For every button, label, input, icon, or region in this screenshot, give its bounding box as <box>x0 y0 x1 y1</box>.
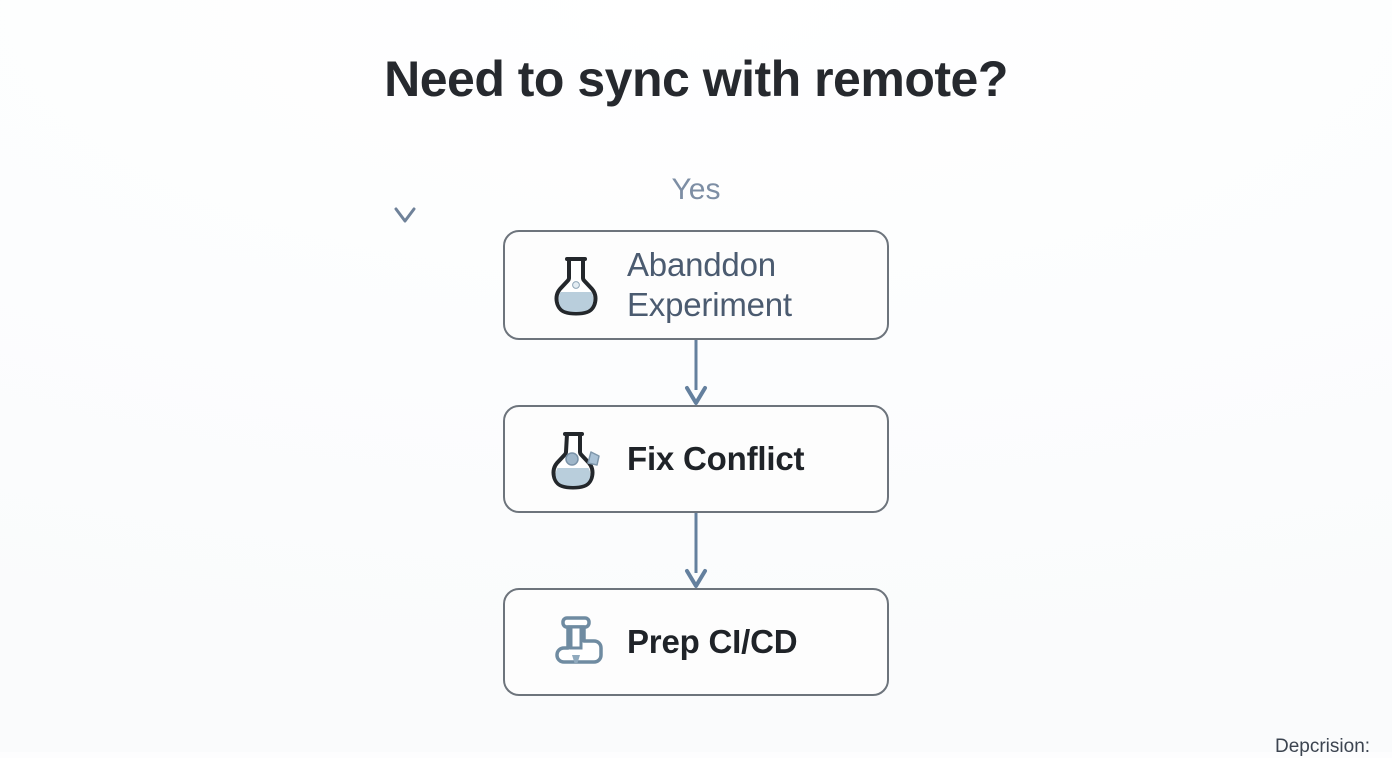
edge-label-yes: Yes <box>671 173 721 206</box>
node-label-line1: Fix Conflict <box>627 440 805 478</box>
node-label: Prep CI/CD <box>627 622 798 662</box>
flask-icon <box>554 257 598 316</box>
footer-caption: Depcrision: <box>1275 736 1371 757</box>
node-abandon-experiment[interactable]: Abanddon Experiment <box>503 230 889 340</box>
node-label: Fix Conflict <box>627 439 804 479</box>
apparatus-icon <box>555 616 603 664</box>
node-label-line1: Abanddon <box>627 246 776 284</box>
page-title: Need to sync with remote? <box>384 51 1008 107</box>
flask-crystal-icon <box>551 432 600 490</box>
node-label: Abanddon Experiment <box>627 245 792 324</box>
node-label-line2: Experiment <box>627 286 792 323</box>
node-fix-conflict[interactable]: Fix Conflict <box>503 405 889 513</box>
chevron-down-icon <box>394 207 416 223</box>
node-prep-ci-cd[interactable]: Prep CI/CD <box>503 588 889 696</box>
connector-arrow-1 <box>685 340 707 405</box>
connector-arrow-2 <box>685 513 707 588</box>
node-label-line1: Prep CI/CD <box>627 623 798 661</box>
